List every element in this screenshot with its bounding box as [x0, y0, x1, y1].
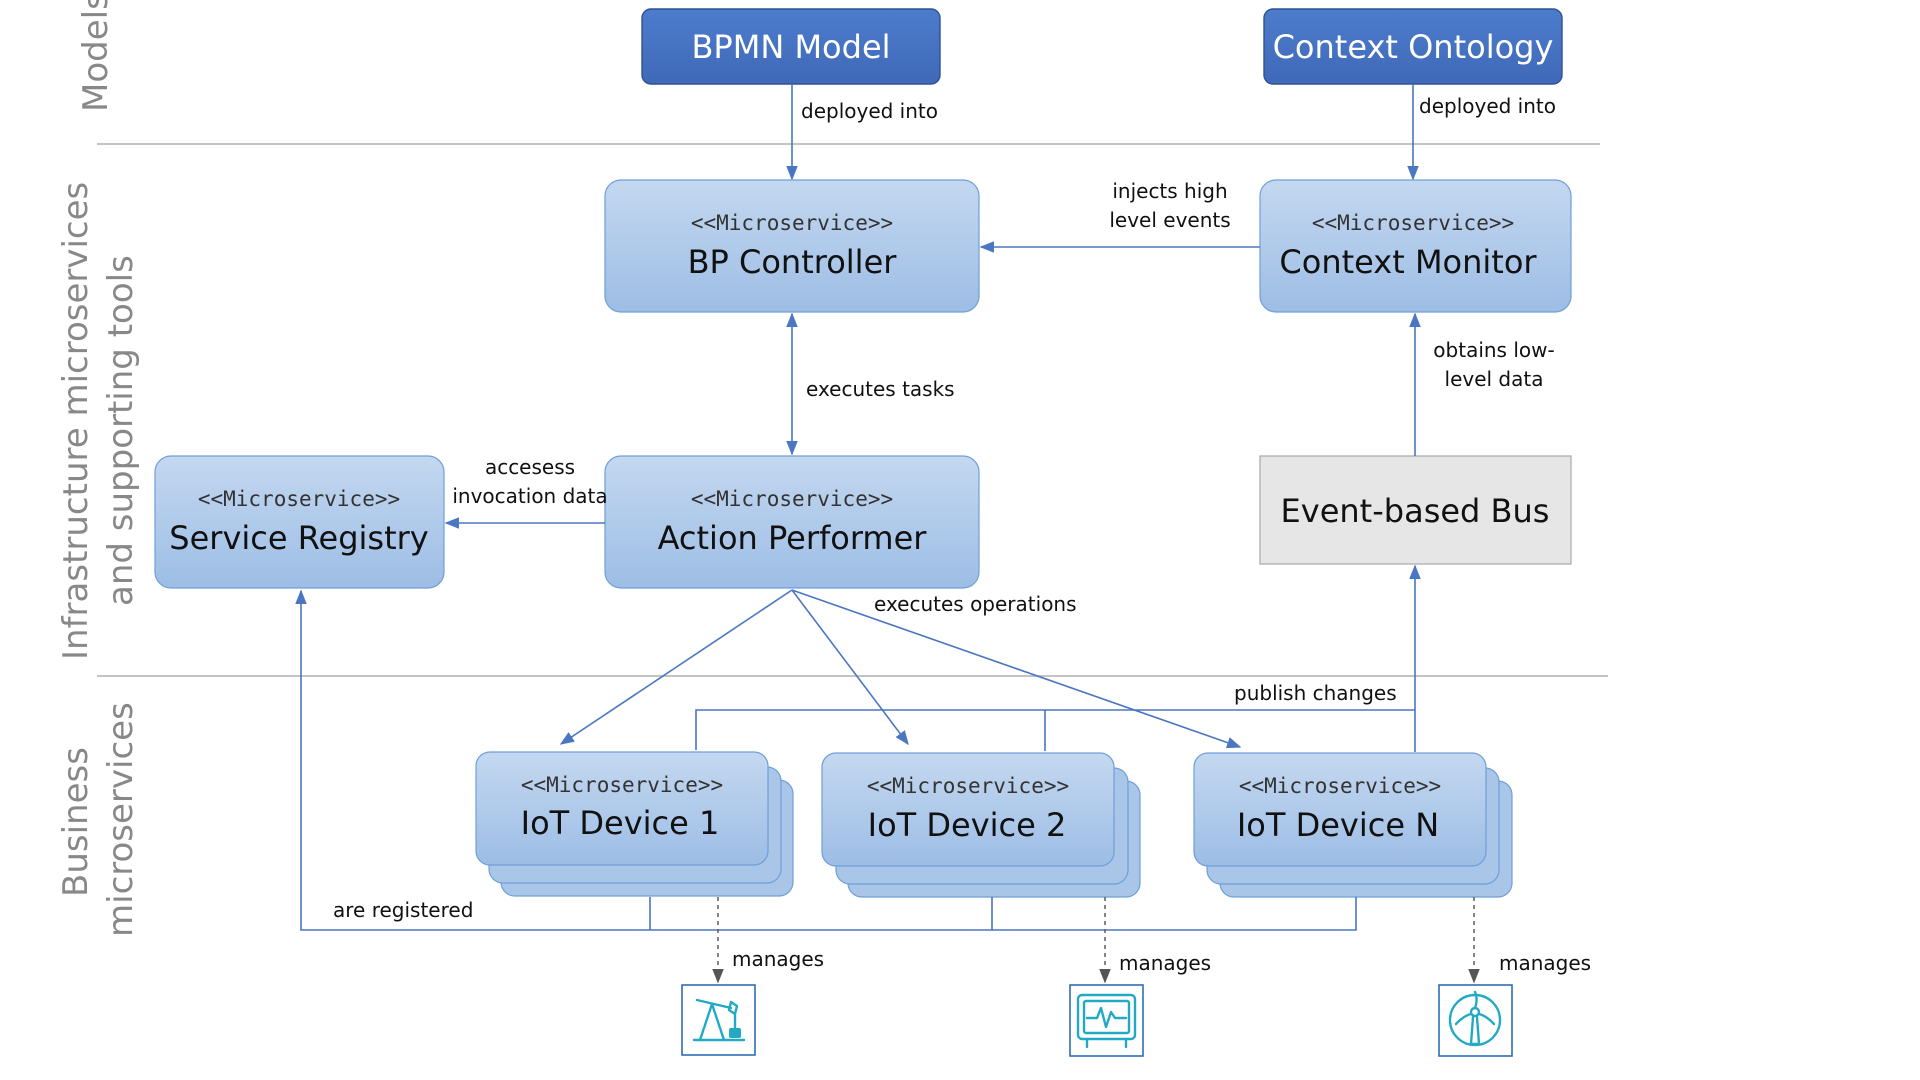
context-monitor-label: Context Monitor [1279, 243, 1537, 281]
context-ontology-box[interactable]: Context Ontology [1263, 8, 1563, 85]
lane-label-infra-line1: Infrastructure microservices [56, 182, 96, 660]
publish-changes-line [695, 709, 1415, 750]
lane-label-business-line1: Business [56, 747, 96, 897]
lane-label-infra-line2: and supporting tools [101, 255, 141, 606]
bp-controller-label: BP Controller [688, 243, 898, 281]
context-monitor-stereotype: <<Microservice>> [1312, 211, 1514, 235]
action-performer-stereotype: <<Microservice>> [691, 487, 893, 511]
monitor-pulse-icon [1069, 984, 1144, 1057]
label-injects-line2: level events [1109, 208, 1230, 232]
iot-device-1-stereotype: <<Microservice>> [521, 773, 723, 797]
label-accesses-line1: accesess [485, 455, 575, 479]
iot-device-n-stereotype: <<Microservice>> [1239, 774, 1441, 798]
wind-turbine-icon [1438, 984, 1513, 1057]
oil-pump-icon [681, 984, 756, 1056]
action-performer-box[interactable]: <<Microservice>> Action Performer [604, 455, 980, 589]
arrow-action-performer-to-iot1 [559, 589, 793, 745]
label-obtains-line1: obtains low- [1433, 338, 1554, 362]
iot-device-n-box[interactable]: <<Microservice>> IoT Device N [1193, 752, 1513, 898]
iot-device-1-label: IoT Device 1 [521, 804, 720, 842]
bpmn-model-box[interactable]: BPMN Model [641, 8, 941, 85]
event-bus-box[interactable]: Event-based Bus [1259, 455, 1572, 565]
label-deployed-into-1: deployed into [801, 99, 938, 123]
label-executes-operations: executes operations [874, 592, 1077, 616]
iot-device-1-box[interactable]: <<Microservice>> IoT Device 1 [475, 751, 794, 897]
are-registered-iotN-tap [992, 897, 1357, 931]
label-publish-changes: publish changes [1234, 681, 1397, 705]
arrow-action-performer-to-iotN [791, 589, 1242, 749]
label-accesses-line2: invocation data [452, 484, 607, 508]
context-monitor-box[interactable]: <<Microservice>> Context Monitor [1259, 179, 1572, 313]
bp-controller-stereotype: <<Microservice>> [691, 211, 893, 235]
label-executes-tasks: executes tasks [806, 377, 955, 401]
label-are-registered: are registered [333, 898, 473, 922]
lane-label-models: Models [76, 0, 116, 112]
context-ontology-label: Context Ontology [1273, 28, 1554, 66]
label-manages-1: manages [732, 947, 824, 971]
bp-controller-box[interactable]: <<Microservice>> BP Controller [604, 179, 980, 313]
are-registered-iot2-tap [650, 897, 993, 931]
label-manages-3: manages [1499, 951, 1591, 975]
iot-device-2-box[interactable]: <<Microservice>> IoT Device 2 [821, 752, 1141, 898]
bpmn-model-label: BPMN Model [691, 28, 890, 66]
arrow-action-performer-to-iot2 [791, 589, 909, 746]
service-registry-label: Service Registry [169, 519, 428, 557]
lane-label-business-line2: microservices [101, 702, 141, 937]
iot-device-2-stereotype: <<Microservice>> [867, 774, 1069, 798]
label-manages-2: manages [1119, 951, 1211, 975]
service-registry-stereotype: <<Microservice>> [198, 487, 400, 511]
action-performer-label: Action Performer [658, 519, 928, 557]
label-obtains-line2: level data [1445, 367, 1544, 391]
service-registry-box[interactable]: <<Microservice>> Service Registry [154, 455, 445, 589]
iot-device-2-label: IoT Device 2 [868, 806, 1067, 844]
label-injects-line1: injects high [1112, 179, 1227, 203]
are-registered-line [295, 589, 651, 931]
iot-device-n-label: IoT Device N [1237, 806, 1439, 844]
event-bus-label: Event-based Bus [1281, 492, 1550, 530]
label-deployed-into-2: deployed into [1419, 94, 1556, 118]
